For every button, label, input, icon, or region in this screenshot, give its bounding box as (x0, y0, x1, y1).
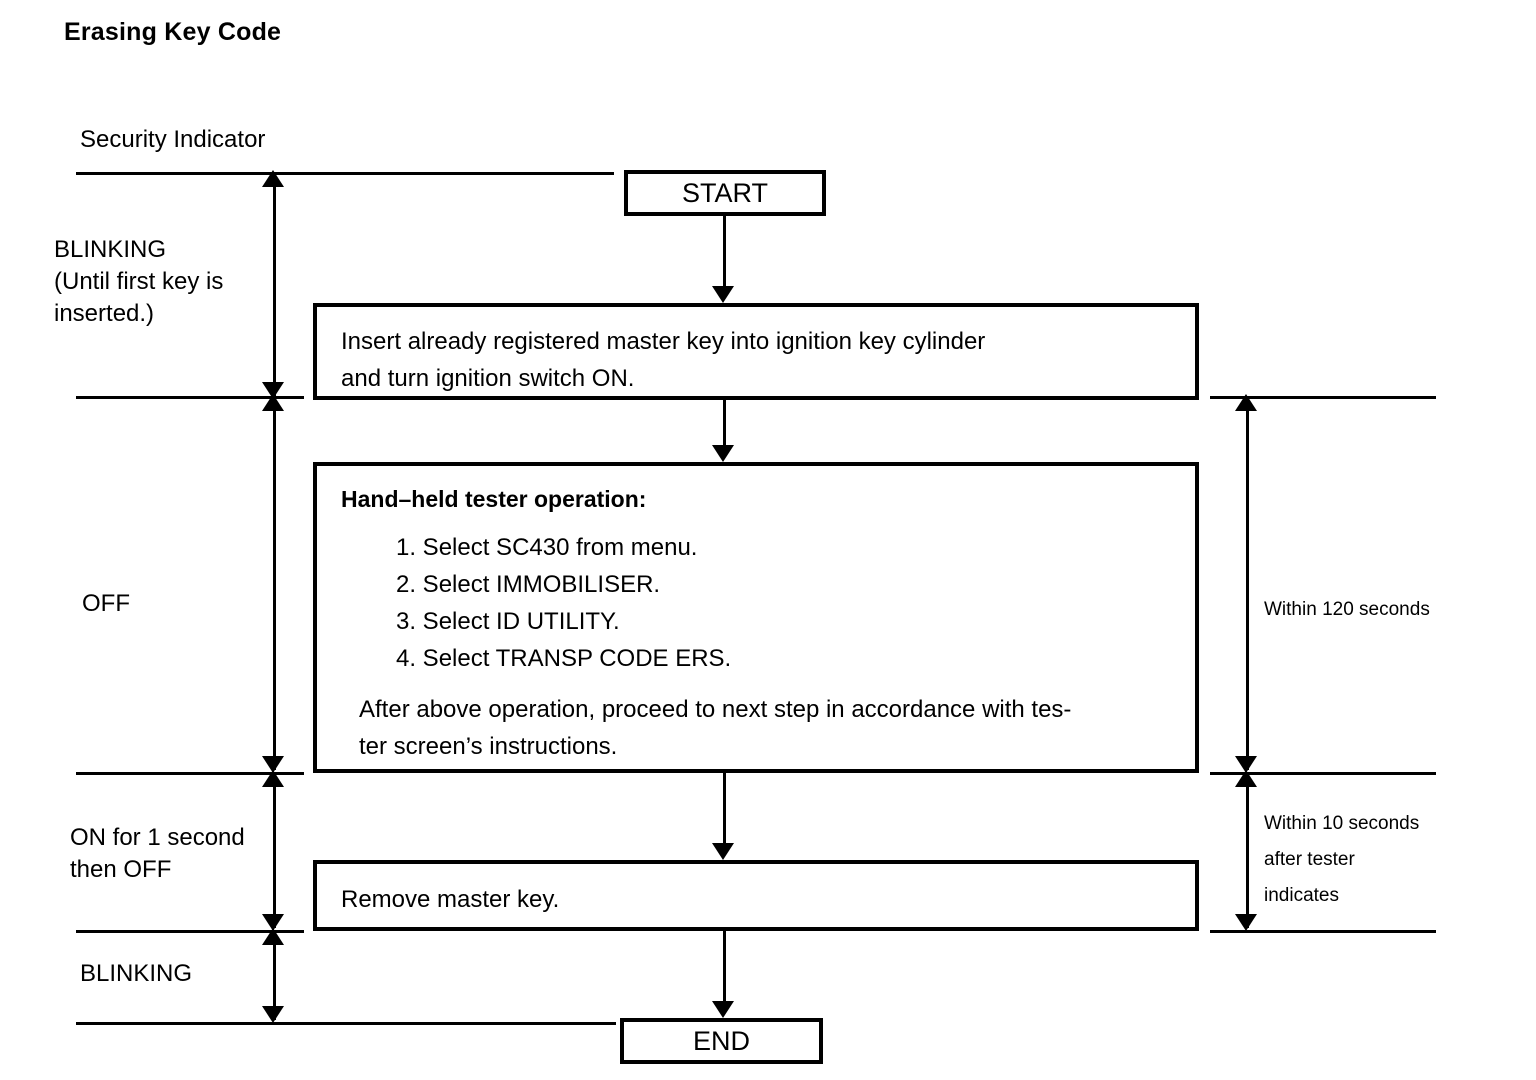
list-item: 4. Select TRANSP CODE ERS. (396, 645, 732, 672)
timing-within-10-seconds-after-tester-indicates: Within 10 seconds after tester indicates (1264, 813, 1420, 906)
arrowhead-down-icon (712, 1001, 734, 1018)
indicator-state-blinking-until-first-key: BLINKING (Until first key is inserted.) (54, 236, 224, 327)
arrowhead-up-icon (1235, 770, 1257, 787)
arrowhead-up-icon (1235, 394, 1257, 411)
flow-node-remove-master-key: Remove master key. (313, 860, 1199, 931)
security-indicator-axis-title: Security Indicator (80, 126, 266, 153)
dimension-arrow-120-seconds (1246, 400, 1249, 770)
arrowhead-down-icon (712, 445, 734, 462)
connector-tester-to-remove (723, 773, 726, 843)
divider-rule-off-on (76, 772, 304, 775)
connector-insert-to-tester (723, 400, 726, 445)
divider-rule-right-middle (1210, 772, 1436, 775)
divider-rule-blinking-off (76, 396, 304, 399)
timing-within-120-seconds: Within 120 seconds (1264, 599, 1430, 620)
flow-node-end: END (620, 1018, 823, 1064)
list-item: 2. Select IMMOBILISER. (396, 571, 661, 598)
arrowhead-up-icon (262, 394, 284, 411)
tester-operation-heading: Hand–held tester operation: (341, 486, 647, 512)
arrowhead-down-icon (712, 286, 734, 303)
indicator-state-blinking: BLINKING (80, 960, 193, 987)
divider-rule-top (76, 172, 614, 175)
arrowhead-up-icon (262, 170, 284, 187)
list-item: 1. Select SC430 from menu. (396, 534, 698, 561)
arrowhead-down-icon (262, 756, 284, 773)
dimension-arrow-10-seconds (1246, 774, 1249, 928)
arrowhead-down-icon (1235, 914, 1257, 931)
flow-node-insert-master-key: Insert already registered master key int… (313, 303, 1199, 400)
divider-rule-on-blinking (76, 930, 304, 933)
divider-rule-right-top (1210, 396, 1436, 399)
dimension-arrow-on-one-second (273, 774, 276, 928)
flow-node-start-label: START (681, 177, 768, 208)
divider-rule-right-bottom (1210, 930, 1436, 933)
arrowhead-up-icon (262, 928, 284, 945)
tester-operation-note: After above operation, proceed to next s… (359, 696, 1072, 760)
dimension-arrow-off (273, 398, 276, 770)
connector-start-to-insert (723, 216, 726, 286)
arrowhead-down-icon (712, 843, 734, 860)
flow-node-remove-master-key-text: Remove master key. (341, 886, 560, 913)
dimension-arrow-blinking (273, 176, 276, 396)
divider-rule-bottom (76, 1022, 616, 1025)
flow-node-start: START (624, 170, 826, 216)
indicator-state-on-one-second-then-off: ON for 1 second then OFF (70, 824, 245, 883)
arrowhead-down-icon (262, 914, 284, 931)
flow-node-end-label: END (692, 1025, 750, 1056)
tester-operation-steps: 1. Select SC430 from menu. 2. Select IMM… (396, 529, 1171, 677)
flow-node-hand-held-tester-operation: Hand–held tester operation: 1. Select SC… (313, 462, 1199, 773)
list-item: 3. Select ID UTILITY. (396, 608, 620, 635)
page-title: Erasing Key Code (64, 18, 282, 46)
connector-remove-to-end (723, 931, 726, 1001)
dimension-arrow-blinking-final (273, 932, 276, 1020)
indicator-state-off: OFF (82, 590, 130, 617)
arrowhead-down-icon (262, 1006, 284, 1023)
flow-node-insert-master-key-text: Insert already registered master key int… (341, 328, 986, 392)
arrowhead-up-icon (262, 770, 284, 787)
arrowhead-down-icon (1235, 756, 1257, 773)
